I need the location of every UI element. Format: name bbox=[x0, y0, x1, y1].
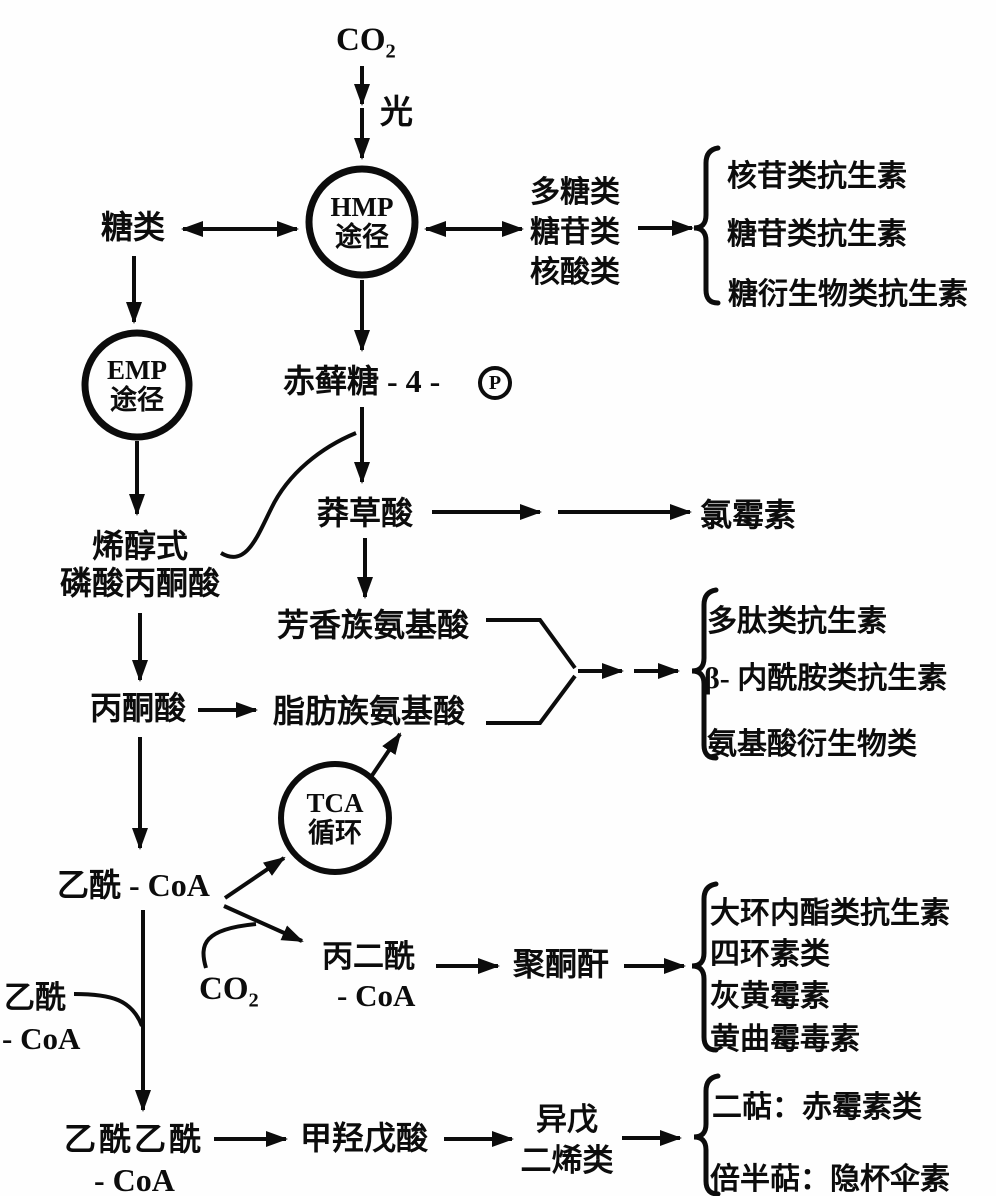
hmp-line1: HMP bbox=[330, 191, 394, 222]
co2-bottom-label: CO2 bbox=[199, 971, 259, 1013]
tca-line2: 循环 bbox=[307, 818, 362, 848]
erythrose-4-phosphate-label: 赤藓糖 - 4 - bbox=[283, 363, 441, 399]
hmp-pathway-circle bbox=[305, 165, 419, 279]
co2-bottom-text: CO bbox=[199, 971, 249, 1007]
bracket-item-amino-acid-derivatives: 氨基酸衍生物类 bbox=[707, 728, 917, 761]
macromolecules-list: 多糖类 糖苷类 核酸类 bbox=[530, 173, 620, 293]
curve-enol-to-shikimic bbox=[219, 431, 357, 559]
arrow-acetylcoa-malonyl bbox=[223, 904, 304, 943]
co2-subscript: 2 bbox=[385, 40, 396, 63]
bracket-item-beta-lactam-antibiotics: β- 内酰胺类抗生素 bbox=[704, 662, 948, 695]
co2-bottom-subscript: 2 bbox=[248, 989, 259, 1012]
enol-phosphopyruvate-label: 烯醇式 磷酸丙酮酸 bbox=[60, 528, 220, 602]
curve-acetylleft-join bbox=[73, 992, 144, 1027]
bracket-item-polypeptide-antibiotics: 多肽类抗生素 bbox=[707, 605, 887, 638]
acetyl-coa-label: 乙酰 - CoA bbox=[57, 867, 210, 903]
malonyl-line1: 丙二酰 bbox=[322, 939, 415, 974]
acetoacetyl-line2: - CoA bbox=[94, 1162, 175, 1196]
co2-text: CO bbox=[336, 22, 386, 58]
hmp-line2: 途径 bbox=[334, 222, 389, 252]
emp-pathway-circle bbox=[81, 329, 193, 441]
arrow-tca-aliphatic bbox=[369, 732, 402, 779]
bracket-item-sesquiterpenes: 倍半萜：隐杯伞素 bbox=[710, 1163, 950, 1196]
pyruvate-label: 丙酮酸 bbox=[90, 690, 187, 726]
aromatic-amino-acids-label: 芳香族氨基酸 bbox=[277, 607, 470, 643]
emp-pathway-label: EMP 途径 bbox=[107, 355, 167, 415]
bracket-item-macrolide-antibiotics: 大环内酯类抗生素 bbox=[710, 897, 950, 930]
chloramphenicol-label: 氯霉素 bbox=[700, 497, 797, 533]
light-label: 光 bbox=[380, 95, 413, 131]
bracket-isoprenoid-derived bbox=[693, 1073, 721, 1196]
bracket-polyketide-derived bbox=[691, 881, 719, 1053]
acetyl-left-line1: 乙酰 bbox=[4, 980, 66, 1015]
isoprene-line1: 异戊 bbox=[536, 1102, 598, 1137]
converge-aliphatic bbox=[486, 674, 577, 725]
bracket-item-aflatoxin: 黄曲霉毒素 bbox=[710, 1023, 860, 1056]
tca-cycle-circle bbox=[278, 761, 392, 875]
tca-line1: TCA bbox=[306, 787, 364, 818]
isoprene-line2: 二烯类 bbox=[520, 1143, 614, 1178]
isoprenes-label: 异戊 二烯类 bbox=[517, 1099, 617, 1181]
mevalonate-label: 甲羟戊酸 bbox=[300, 1120, 429, 1156]
enol-line2: 磷酸丙酮酸 bbox=[59, 565, 221, 601]
enol-line1: 烯醇式 bbox=[91, 528, 189, 564]
arrow-acetylcoa-tca bbox=[223, 856, 286, 900]
shikimic-acid-label: 莽草酸 bbox=[317, 495, 414, 531]
bracket-item-nucleoside-antibiotics: 核苷类抗生素 bbox=[727, 160, 907, 193]
bracket-item-sugar-derivative-antibiotics: 糖衍生物类抗生素 bbox=[728, 278, 968, 311]
malonyl-coa-label: 丙二酰 - CoA bbox=[322, 937, 415, 1015]
polysaccharides-label: 多糖类 bbox=[530, 176, 620, 209]
bracket-amino-acid-derived bbox=[691, 587, 719, 761]
acetoacetyl-line1: 乙酰乙酰 bbox=[64, 1121, 205, 1157]
hmp-pathway-label: HMP 途径 bbox=[331, 192, 394, 252]
curve-co2-to-malonyl bbox=[201, 922, 257, 969]
acetyl-coa-left-label: 乙酰 - CoA bbox=[2, 977, 81, 1059]
converge-aromatic bbox=[486, 618, 577, 670]
phosphate-circle-icon: P bbox=[478, 366, 512, 400]
acetoacetyl-coa-label: 乙酰乙酰 - CoA bbox=[64, 1119, 204, 1196]
polyketide-label: 聚酮酐 bbox=[513, 946, 610, 982]
bracket-item-diterpenes-gibberellins: 二萜：赤霉素类 bbox=[712, 1091, 922, 1124]
emp-line2: 途径 bbox=[110, 385, 164, 415]
bracket-item-glycoside-antibiotics: 糖苷类抗生素 bbox=[727, 218, 907, 251]
sugars-label: 糖类 bbox=[101, 209, 166, 245]
acetyl-left-line2: - CoA bbox=[2, 1021, 81, 1056]
bracket-sugar-derived bbox=[693, 145, 721, 306]
emp-line1: EMP bbox=[107, 354, 167, 385]
glycosides-label: 糖苷类 bbox=[530, 216, 620, 249]
nucleic-acids-label: 核酸类 bbox=[530, 256, 620, 289]
tca-cycle-label: TCA 循环 bbox=[306, 788, 363, 848]
aliphatic-amino-acids-label: 脂肪族氨基酸 bbox=[273, 693, 466, 729]
bracket-item-tetracyclines: 四环素类 bbox=[710, 938, 830, 971]
co2-top-label: CO2 bbox=[336, 22, 396, 64]
malonyl-line2: - CoA bbox=[337, 978, 416, 1013]
bracket-item-griseofulvin: 灰黄霉素 bbox=[710, 980, 830, 1013]
